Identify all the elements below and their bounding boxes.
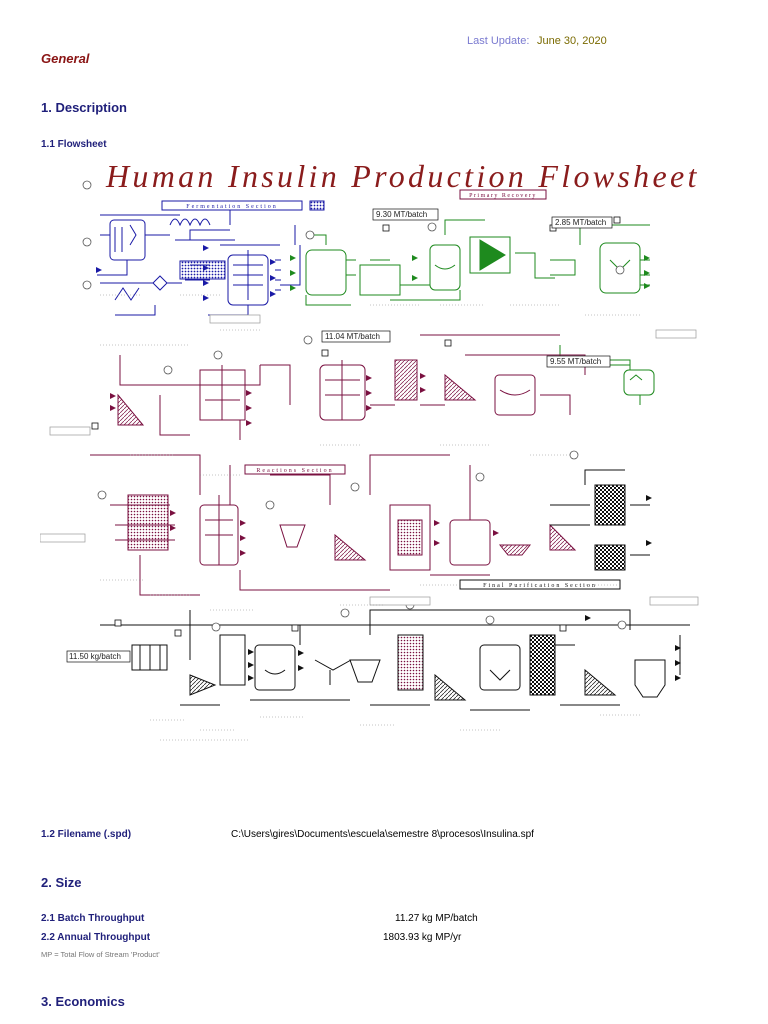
sterile-filter bbox=[152, 275, 168, 291]
final-column bbox=[529, 634, 556, 696]
chromatography-column-1 bbox=[389, 504, 431, 571]
final-purification-section bbox=[100, 469, 690, 711]
harvest-tank bbox=[305, 249, 347, 296]
mp-definition-note: MP = Total Flow of Stream 'Product' bbox=[41, 950, 160, 959]
buffer-vessel bbox=[219, 634, 246, 686]
gel-filtration-column bbox=[594, 484, 626, 526]
flowsheet-title: Human Insulin Production Flowsheet bbox=[106, 158, 700, 194]
section-general-title: General bbox=[41, 51, 90, 66]
stream-badge-5: 11.50 kg/batch bbox=[69, 652, 121, 661]
batch-throughput-label: 2.1 Batch Throughput bbox=[41, 913, 145, 924]
dia-filter-2 bbox=[314, 659, 352, 685]
precipitator-3 bbox=[334, 533, 367, 561]
process-flowsheet-diagram: Fermentation Section Primary Recovery bbox=[40, 180, 699, 741]
centrifuge-1 bbox=[359, 259, 401, 296]
precipitator-2 bbox=[444, 373, 477, 401]
stream-badge-1: 9.30 MT/batch bbox=[376, 210, 427, 219]
rp-hplc-column bbox=[397, 634, 424, 691]
fermentation-section-label: Fermentation Section bbox=[186, 204, 278, 210]
primary-recovery-label: Primary Recovery bbox=[469, 193, 537, 199]
fermentation-section: Fermentation Section bbox=[97, 200, 325, 316]
freeze-dryer bbox=[634, 659, 666, 698]
last-update-date: June 30, 2020 bbox=[537, 35, 607, 47]
primary-recovery-section: Primary Recovery bbox=[305, 189, 655, 405]
annual-throughput-label: 2.2 Annual Throughput bbox=[41, 932, 151, 943]
filename-value: C:\Users\gires\Documents\escuela\semestr… bbox=[231, 829, 534, 840]
dia-filter-1 bbox=[279, 524, 306, 548]
description-heading: 1. Description bbox=[41, 100, 127, 115]
stream-badge-2: 2.85 MT/batch bbox=[555, 218, 606, 227]
media-mixer bbox=[179, 260, 226, 280]
annual-throughput-value: 1803.93 kg MP/yr bbox=[383, 932, 462, 943]
mixing-tank bbox=[254, 644, 296, 691]
cleavage-reactor bbox=[127, 494, 169, 551]
stream-badge-3: 11.04 MT/batch bbox=[325, 332, 380, 341]
reactions-section-box bbox=[244, 464, 346, 475]
last-update-label: Last Update: bbox=[467, 35, 530, 47]
final-purification-label: Final Purification Section bbox=[483, 582, 597, 589]
recovery-tank bbox=[599, 242, 641, 294]
primary-filter bbox=[479, 239, 506, 271]
economics-heading: 3. Economics bbox=[41, 994, 125, 1009]
batch-throughput-value: 11.27 kg MP/batch bbox=[395, 913, 478, 924]
reactions-section-label: Reactions Section bbox=[256, 468, 333, 474]
solvent-extractor bbox=[394, 359, 418, 401]
homogenizer bbox=[429, 244, 461, 291]
precipitator-1 bbox=[117, 393, 145, 426]
reactions-section bbox=[90, 334, 586, 596]
filename-label: 1.2 Filename (.spd) bbox=[41, 829, 132, 840]
crystallizer-1 bbox=[494, 374, 536, 416]
flowsheet-subheading: 1.1 Flowsheet bbox=[41, 139, 107, 150]
crystallizer-2 bbox=[434, 673, 467, 701]
buffer-tank-3 bbox=[449, 519, 491, 566]
centrifuge-2 bbox=[623, 369, 655, 396]
size-heading: 2. Size bbox=[41, 875, 82, 890]
stream-badge-4: 9.55 MT/batch bbox=[550, 357, 601, 366]
